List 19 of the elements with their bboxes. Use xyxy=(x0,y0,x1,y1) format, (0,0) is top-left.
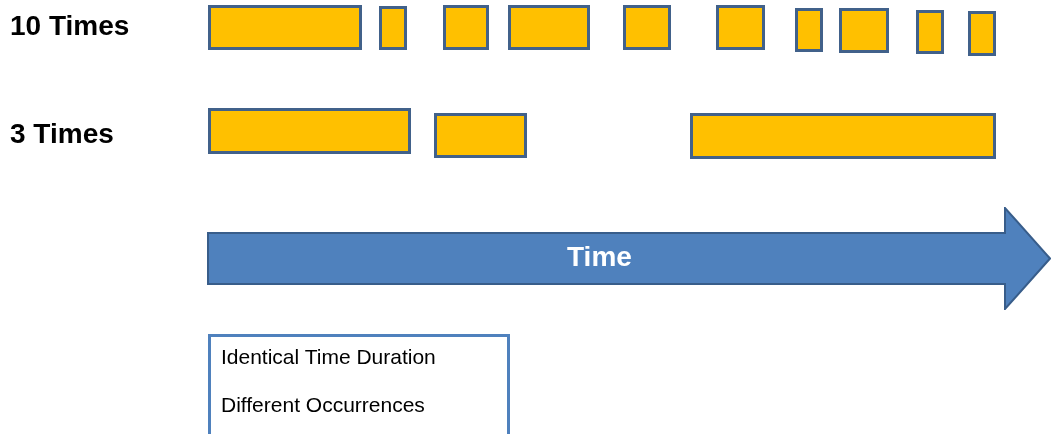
arrow-label: Time xyxy=(567,241,632,273)
timeline-bar xyxy=(839,8,889,53)
note-box xyxy=(208,334,510,434)
timeline-bar xyxy=(434,113,527,158)
row-label: 10 Times xyxy=(10,10,130,42)
timeline-bar xyxy=(716,5,765,50)
timeline-bar xyxy=(916,10,944,54)
timeline-bar xyxy=(623,5,671,50)
timeline-bar xyxy=(208,108,411,154)
timeline-bar xyxy=(208,5,362,50)
timeline-bar xyxy=(379,6,407,50)
note-text: Identical Time Duration xyxy=(221,345,437,369)
timeline-bar xyxy=(795,8,823,52)
row-label: 3 Times xyxy=(10,118,114,150)
timeline-bar xyxy=(443,5,489,50)
timeline-bar xyxy=(690,113,996,159)
timeline-bar xyxy=(968,11,996,56)
timeline-bar xyxy=(508,5,590,50)
note-text: Different Occurrences xyxy=(221,393,426,417)
